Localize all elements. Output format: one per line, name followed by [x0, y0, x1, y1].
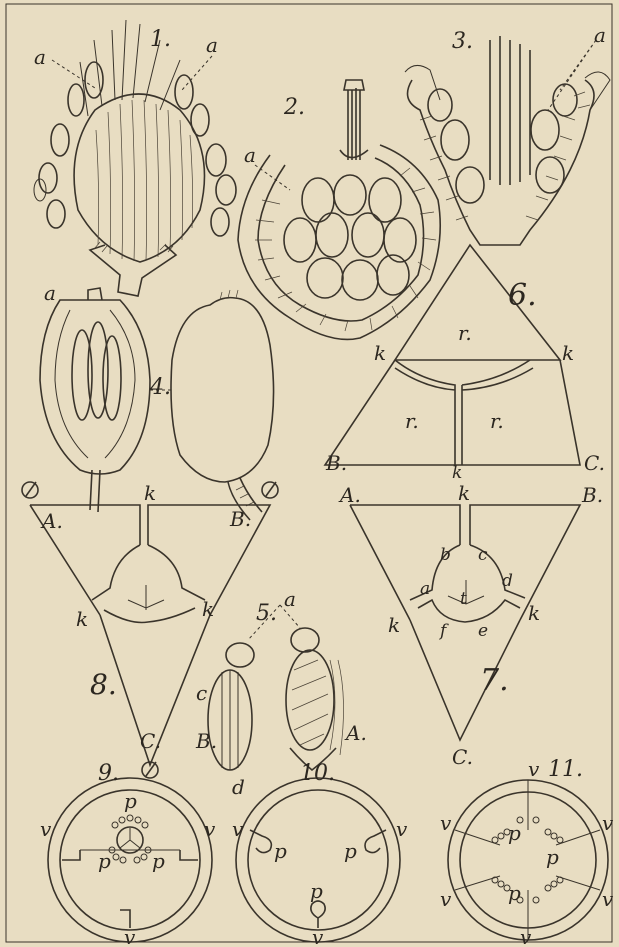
- fig10-label-p-left: p: [274, 839, 287, 863]
- fig9-label-v-right: v: [204, 817, 216, 841]
- fig7-label-k-left: k: [388, 613, 400, 637]
- fig4-label-a: a: [44, 281, 56, 305]
- fig11-label-v-top: v: [528, 757, 540, 781]
- fig11-label-v-right-bottom: v: [602, 887, 614, 911]
- fig9-label-v-bottom: v: [124, 925, 136, 947]
- figure-2-drawing: [238, 80, 440, 339]
- fig6-label-k-bottom: k: [452, 463, 462, 483]
- fig5-label-B: B.: [195, 729, 217, 753]
- fig8-label-k-left: k: [76, 607, 88, 631]
- fig5-label-c: c: [196, 681, 207, 705]
- fig11-label-v-bottom: v: [520, 925, 532, 947]
- fig9-label-p-top: p: [124, 789, 137, 813]
- fig7-label-C: C.: [452, 745, 473, 769]
- figure-number-5: 5.: [256, 601, 277, 626]
- fig7-label-A: A.: [338, 483, 361, 507]
- fig11-label-p-2: p: [546, 845, 559, 869]
- fig6-label-k-left: k: [374, 341, 386, 365]
- fig10-label-p-right: p: [344, 839, 357, 863]
- fig7-label-k-top: k: [458, 481, 470, 505]
- fig1-label-a-left: a: [34, 45, 46, 69]
- fig11-label-v-left-top: v: [440, 811, 452, 835]
- fig10-label-p-bottom: p: [310, 879, 323, 903]
- fig7-label-d: d: [502, 571, 513, 591]
- figure-4-drawing: [40, 288, 274, 520]
- fig10-label-v-bottom: v: [312, 925, 324, 947]
- fig6-label-r-top: r.: [458, 321, 472, 345]
- figure-number-11: 11.: [548, 757, 583, 782]
- figure-3-drawing: [405, 36, 610, 245]
- fig9-label-p-left: p: [98, 849, 111, 873]
- figure-number-2: 2.: [283, 95, 305, 120]
- figure-number-1: 1.: [150, 27, 171, 52]
- figure-7-drawing: [350, 505, 580, 740]
- fig3-label-a: a: [594, 23, 606, 47]
- fig9-label-p-right: p: [152, 849, 165, 873]
- fig11-label-p-1: p: [508, 821, 521, 845]
- fig11-label-p-3: p: [508, 881, 521, 905]
- figure-number-10: 10.: [300, 761, 335, 786]
- fig8-label-k-top: k: [144, 481, 156, 505]
- fig2-label-a: a: [244, 143, 256, 167]
- fig7-label-B: B.: [581, 483, 603, 507]
- fig7-label-e: e: [478, 621, 488, 641]
- fig10-label-v-right: v: [396, 817, 408, 841]
- fig8-label-C: C.: [140, 729, 161, 753]
- fig7-label-c: c: [478, 545, 488, 565]
- fig8-label-B: B.: [229, 507, 251, 531]
- fig7-label-k-right: k: [528, 601, 540, 625]
- fig1-label-a-right: a: [206, 33, 218, 57]
- fig8-label-k-right: k: [202, 597, 214, 621]
- fig6-label-r-left: r.: [405, 409, 419, 433]
- figure-1-drawing: [34, 20, 236, 296]
- fig6-label-B: B.: [325, 451, 347, 475]
- fig6-label-C: C.: [584, 451, 605, 475]
- fig5-label-a: a: [284, 587, 296, 611]
- fig7-label-b: b: [440, 545, 451, 565]
- fig11-label-v-left-bottom: v: [440, 887, 452, 911]
- figure-6-drawing: [325, 245, 580, 465]
- fig8-label-A: A.: [40, 509, 63, 533]
- figure-number-9: 9.: [98, 761, 119, 786]
- fig5-label-A: A.: [344, 721, 367, 745]
- fig7-label-f: f: [438, 621, 449, 641]
- fig7-label-t: t: [460, 589, 467, 609]
- fig5-label-d: d: [232, 775, 245, 799]
- figure-11-drawing: [448, 780, 608, 940]
- figure-number-7: 7.: [480, 663, 509, 698]
- fig11-label-v-right-top: v: [602, 811, 614, 835]
- fig7-label-a: a: [420, 579, 430, 599]
- fig10-label-v-left: v: [232, 817, 244, 841]
- figure-number-8: 8.: [90, 668, 117, 701]
- figure-number-6: 6.: [508, 278, 537, 313]
- figure-10-drawing: [236, 778, 400, 942]
- figure-5-drawing: [208, 605, 344, 770]
- fig6-label-k-right: k: [562, 341, 574, 365]
- figure-number-4: 4.: [149, 375, 171, 400]
- fig6-label-r-right: r.: [490, 409, 504, 433]
- fig9-label-v-left: v: [40, 817, 52, 841]
- figure-number-3: 3.: [452, 29, 473, 54]
